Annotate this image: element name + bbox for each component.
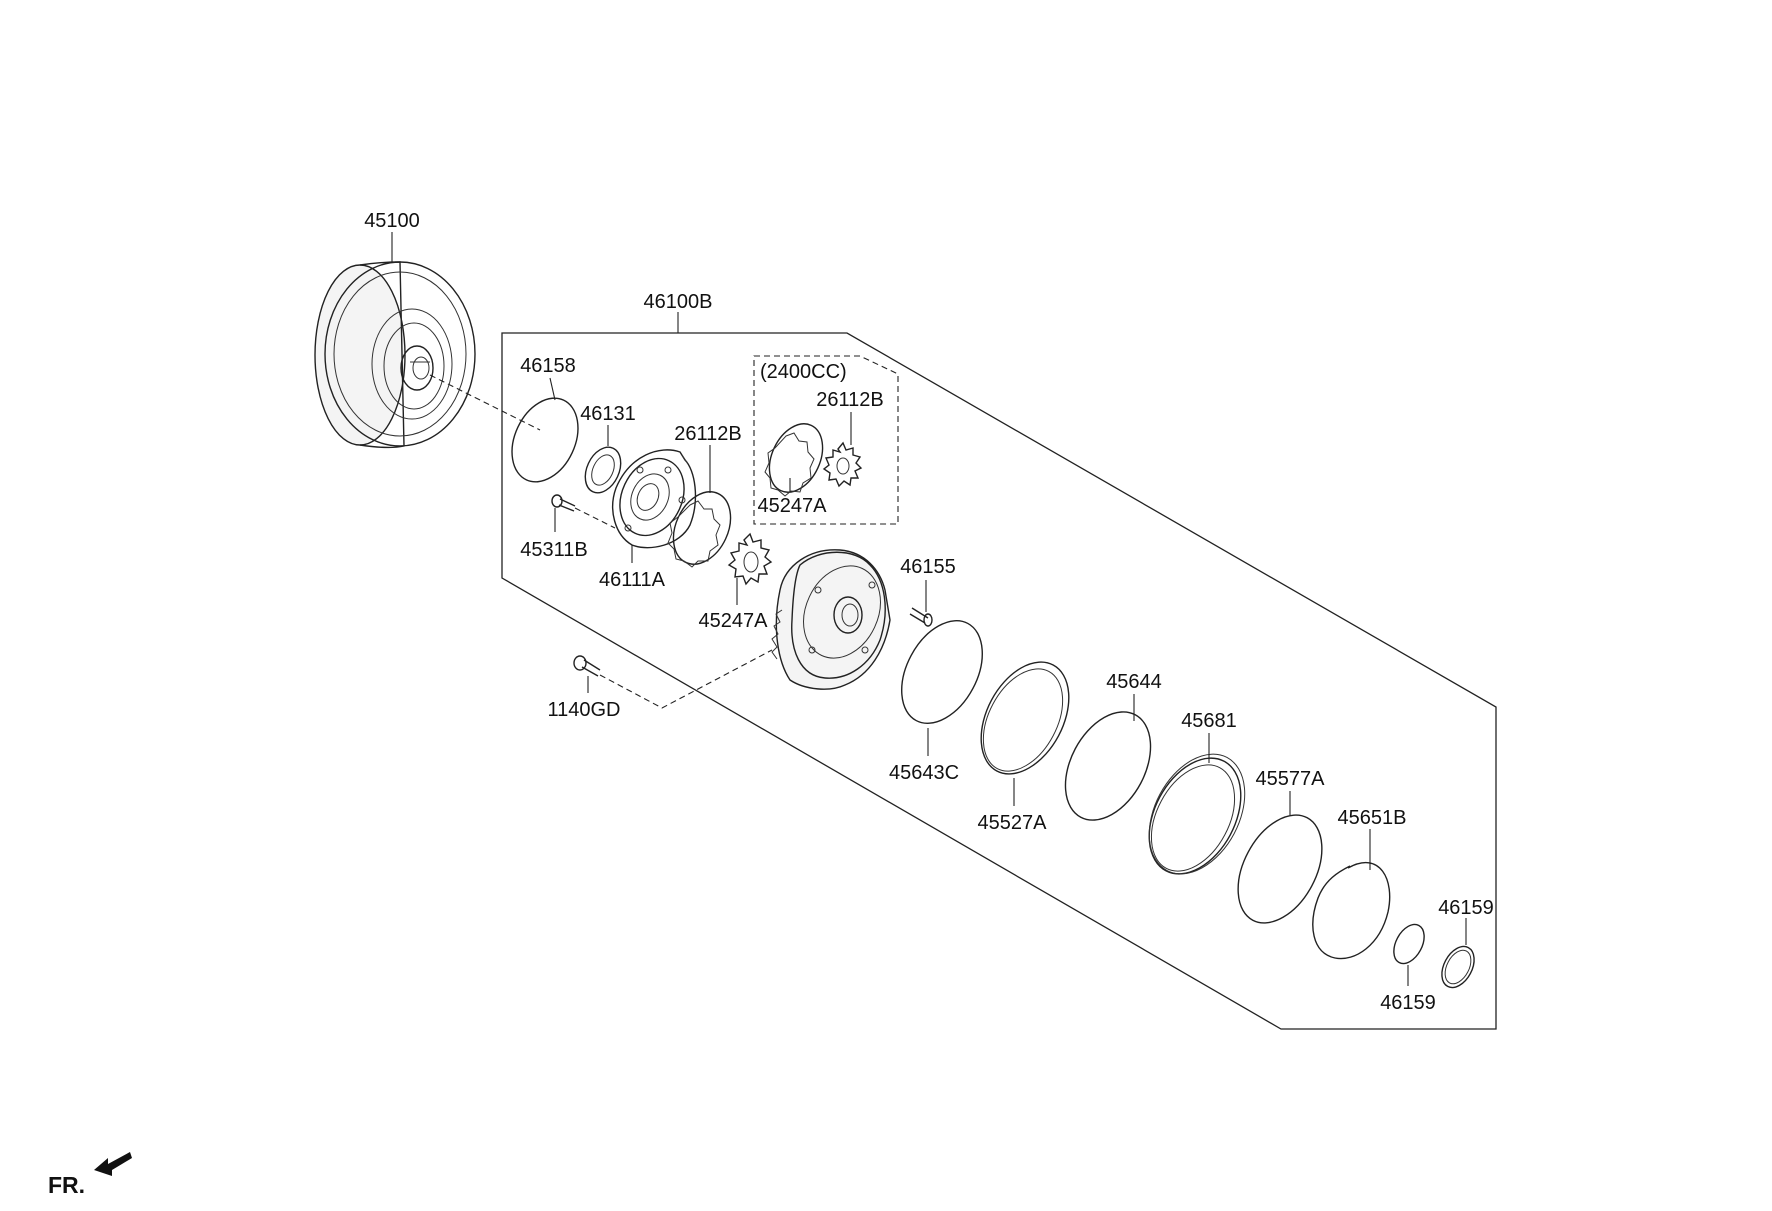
o-ring-46158 [511,397,579,483]
label-mount-bolt: 1140GD [547,699,620,721]
snap-ring-45651B [1312,861,1391,960]
ring-small-46159-b [1441,945,1475,989]
ring-small-46159-a [1393,923,1425,965]
label-gear-outer: 26112B [674,423,741,445]
assembly-frame [501,332,1497,1030]
plug-bolt-46155 [909,607,933,627]
label-oil-seal: 46131 [580,403,636,425]
torque-converter [314,261,476,449]
mount-bolt-1140GD [573,655,601,677]
label-torque-converter: 45100 [364,210,420,232]
band-ring-45527A [980,661,1070,775]
label-pump-cover: 46111A [599,569,666,591]
label-piston-ring: 45681 [1181,710,1237,732]
pump-body [771,549,891,690]
variant-box [753,355,899,525]
label-band-ring: 45527A [978,812,1048,834]
label-ring-small-b: 46159 [1438,897,1494,919]
gear-outer-26112B [667,491,732,568]
label-seal-ring-1: 45643C [889,762,959,784]
group-label: 46100B [644,291,713,313]
label-seal-ring-3: 45577A [1256,768,1326,790]
label-gear-inner: 45247A [699,610,769,632]
variant-label: (2400CC) [760,361,847,383]
piston-ring-45681 [1148,753,1246,875]
label-snap-ring: 45651B [1338,807,1407,829]
gear-inner-45247A [727,532,773,586]
label-o-ring: 46158 [520,355,576,377]
seal-ring-45643C [901,620,983,724]
label-variant-gear-outer: 26112B [816,389,883,411]
direction-arrow-icon [94,1152,132,1176]
pump-cover-46111A [612,449,697,549]
direction-label: FR. [48,1172,85,1198]
seal-ring-45577A [1237,814,1323,924]
seal-ring-45644 [1064,711,1152,821]
bolt-45311B [551,494,576,512]
label-seal-ring-2: 45644 [1106,671,1162,693]
label-variant-gear-inner: 45247A [758,495,828,517]
variant-gear-inner [822,441,863,488]
label-plug-bolt: 46155 [900,556,956,578]
variant-gear-outer [764,423,824,497]
oil-seal-46131 [584,446,622,494]
label-bolt-small: 45311B [520,539,587,561]
label-ring-small-a: 46159 [1380,992,1436,1014]
